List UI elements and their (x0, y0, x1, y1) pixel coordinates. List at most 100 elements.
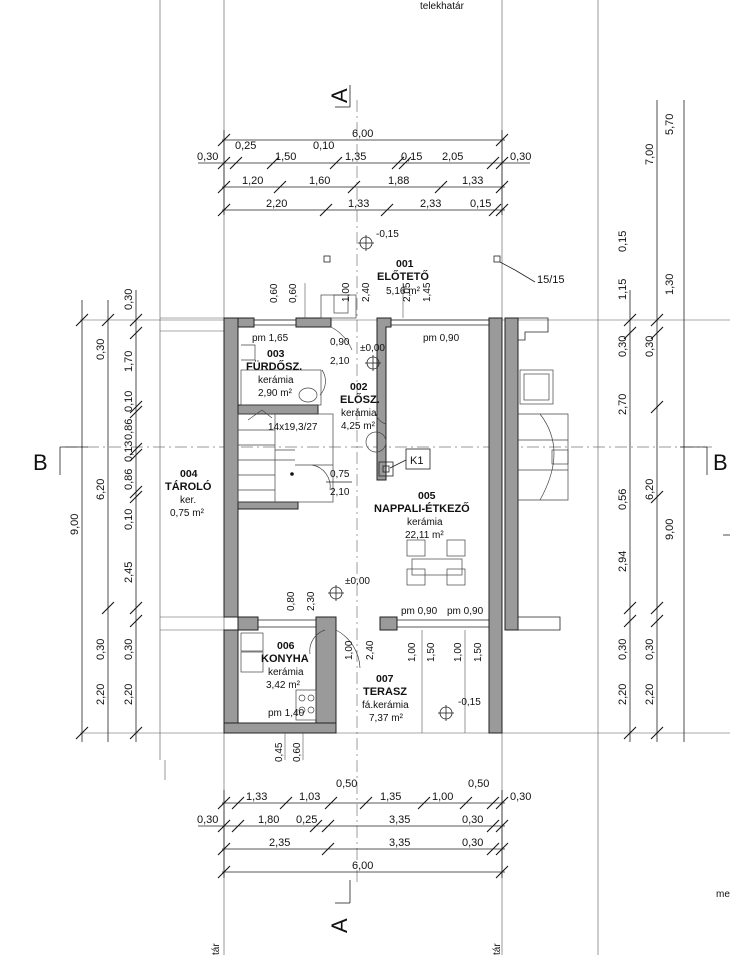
dim-right-i6: 9,00 (664, 519, 676, 540)
level-markers (328, 235, 454, 721)
walls (223, 317, 503, 734)
canopy-posts (320, 255, 536, 319)
room-003-id: 003 (267, 348, 285, 360)
chimney-label: K1 (410, 455, 423, 467)
dim-right-up2: 1,30 (664, 274, 676, 295)
dim-right-top1: 7,00 (644, 144, 656, 165)
dim-bot-r3-1: 3,35 (389, 837, 410, 849)
dim-left-sub: 6,20 (95, 479, 107, 500)
dim-left-i1: 1,70 (123, 351, 135, 372)
door-210a: 2,10 (330, 356, 350, 367)
room-003-material: kerámia (258, 375, 294, 386)
room-006-material: kerámia (268, 667, 304, 678)
dim-bot-r1-6: 0,30 (510, 791, 531, 803)
level-entry: ±0,00 (360, 343, 385, 354)
dim-bot-r1-5: 0,50 (468, 778, 489, 790)
level-marker-terrace (438, 705, 454, 721)
room-006-id: 006 (277, 640, 295, 652)
room-001-name: ELŐTETŐ (377, 270, 429, 283)
win-100c: 1,00 (407, 642, 418, 662)
room-005-material: kerámia (407, 517, 443, 528)
dim-top-r1-0: 0,30 (197, 151, 218, 163)
room-002-material: kerámia (341, 408, 377, 419)
win-100d: 1,00 (453, 642, 464, 662)
section-marker-b-right: B (680, 446, 728, 475)
level-marker-entry (365, 355, 381, 371)
dim-top-r2-0: 1,20 (242, 175, 263, 187)
dim-bot-r1-4: 1,00 (432, 791, 453, 803)
dim-top-r1-7: 0,30 (510, 151, 531, 163)
stairs-spec: 14x19,3/27 (268, 422, 318, 433)
room-004-area: 0,75 m² (170, 508, 205, 519)
level-marker-living (328, 585, 344, 601)
win-240b: 2,40 (365, 640, 376, 660)
room-004-material: ker. (180, 495, 196, 506)
dim-left-i2: 0,10 (123, 391, 135, 412)
left-dimensions: 9,00 6,20 0,30 0,30 1,70 0,10 0,86 0,13 … (69, 289, 143, 742)
win-240a: 2,40 (361, 282, 372, 302)
room-003-area: 2,90 m² (258, 388, 293, 399)
dim-top-r3-3: 0,15 (470, 198, 491, 210)
dim-left-i7: 2,45 (123, 562, 135, 583)
dim-top-r1-2: 1,50 (275, 151, 296, 163)
dim-left-total: 9,00 (69, 514, 81, 535)
room-002-id: 002 (350, 381, 368, 393)
dim-bot-r2-2: 0,25 (296, 814, 317, 826)
column-icon (365, 431, 387, 453)
dim-top-r3-0: 2,20 (266, 198, 287, 210)
room-002-name: ELŐSZ. (340, 393, 380, 406)
section-marker-a-top: A (327, 85, 352, 108)
annotations: pm 1,65 pm 0,90 pm 0,90 pm 0,90 pm 1,40 … (211, 274, 730, 955)
section-a-top-label: A (327, 88, 352, 103)
win-150a: 1,50 (426, 642, 437, 662)
corner-label: me (716, 889, 730, 900)
pm-bath: pm 1,65 (252, 333, 289, 344)
dim-right-i0: 0,30 (617, 336, 629, 357)
dim-top-total: 6,00 (352, 128, 373, 140)
top-dimensions: 6,00 0,30 0,25 1,50 0,10 1,35 0,15 2,05 … (197, 128, 531, 217)
win-230: 2,30 (306, 591, 317, 611)
room-005-area: 22,11 m² (405, 530, 444, 541)
win-100b: 1,00 (344, 640, 355, 660)
dim-bot-r1-3: 1,35 (380, 791, 401, 803)
dim-left-i9b: 2,20 (95, 684, 107, 705)
dim-bot-r1-2: 0,50 (336, 778, 357, 790)
dim-right-up1: 1,15 (617, 279, 629, 300)
section-marker-a-bottom: A (327, 880, 352, 933)
section-b-left-label: B (33, 450, 48, 475)
bottom-dimensions: 1,33 1,03 0,50 1,35 1,00 0,50 0,30 0,30 … (197, 778, 531, 879)
room-004-name: TÁROLÓ (165, 480, 212, 493)
dim-right-i5: 2,94 (617, 551, 629, 572)
dim-left-i8b: 0,30 (95, 639, 107, 660)
dim-bot-r1-1: 1,03 (299, 791, 320, 803)
dim-left-i8: 0,30 (123, 639, 135, 660)
dim-right-i1: 0,30 (644, 336, 656, 357)
pm-kitchen: pm 1,40 (268, 708, 305, 719)
room-007-area: 7,37 m² (369, 713, 404, 724)
right-dimensions: 5,70 7,00 0,15 1,15 1,30 0,30 0,30 2,70 … (617, 100, 685, 742)
room-004-id: 004 (180, 468, 198, 480)
win-150b: 1,50 (473, 642, 484, 662)
dim-top-r1-4: 1,35 (345, 151, 366, 163)
glazing (254, 319, 489, 733)
dim-right-i2: 2,70 (617, 394, 629, 415)
dim-right-i8: 0,30 (644, 639, 656, 660)
win-100a: 1,00 (341, 282, 352, 302)
room-001-id: 001 (396, 258, 414, 270)
dim-top-r3-2: 2,33 (420, 198, 441, 210)
wall-right (488, 317, 503, 734)
dim-right-up0: 0,15 (617, 231, 629, 252)
room-007-id: 007 (376, 673, 394, 685)
post-size: 15/15 (537, 274, 565, 286)
dim-top-r1-5: 0,15 (401, 151, 422, 163)
room-003-name: FÜRDŐSZ. (246, 360, 302, 373)
dim-left-i0: 0,30 (95, 339, 107, 360)
win-060a: 0,60 (269, 283, 280, 303)
pm-terrace-1: pm 0,90 (401, 606, 438, 617)
door-210b: 2,10 (330, 487, 350, 498)
section-a-bottom-label: A (327, 918, 352, 933)
dim-right-top0: 5,70 (664, 114, 676, 135)
section-marker-b-left: B (33, 446, 88, 475)
room-006-name: KONYHA (261, 653, 309, 665)
dim-bot-r2-0: 0,30 (197, 814, 218, 826)
